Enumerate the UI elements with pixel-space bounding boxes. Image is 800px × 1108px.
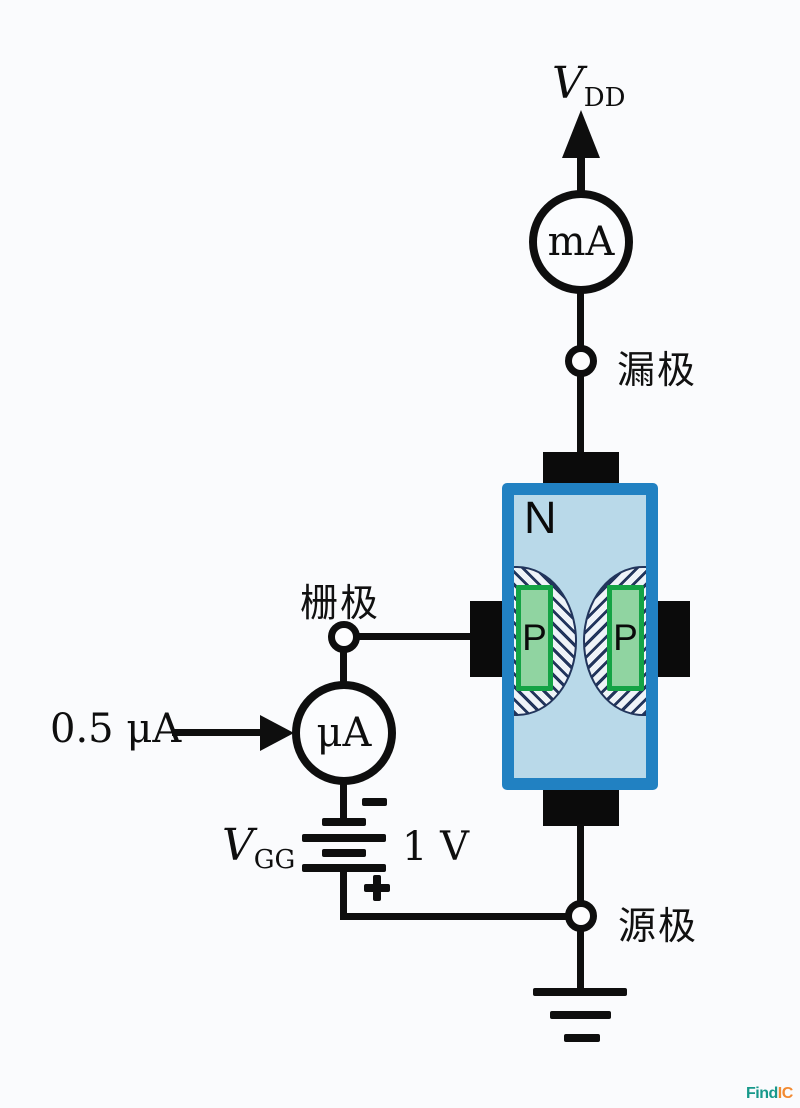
watermark-find: Find — [746, 1085, 778, 1102]
battery-value-label: 1 V — [402, 824, 470, 870]
vdd-label: VDD — [552, 58, 625, 113]
drain-terminal — [565, 345, 597, 377]
ground-icon — [533, 988, 627, 996]
left-gate-contact — [470, 601, 503, 677]
wire-source-to-ground — [577, 930, 584, 991]
gate-current-label: 0.5 μA — [50, 706, 182, 752]
top-drain-contact — [543, 452, 619, 484]
watermark: FindIC — [746, 1085, 793, 1103]
vdd-symbol: V — [552, 58, 584, 109]
drain-terminal-label: 漏极 — [617, 350, 698, 392]
wire-drain-to-contact — [577, 375, 584, 454]
wire-meter-to-battery — [340, 783, 347, 820]
wire-gate-to-meter — [340, 650, 347, 683]
p-region-left: P — [516, 585, 553, 691]
gate-current-meter: μA — [292, 681, 396, 785]
p-right-label: P — [613, 617, 638, 658]
gate-current-arrow-shaft — [172, 729, 264, 736]
vgg-label: VGG — [222, 820, 295, 875]
right-gate-contact — [657, 601, 690, 677]
battery-plate-long-bottom — [302, 864, 386, 872]
ground-bar-bottom — [564, 1034, 600, 1042]
n-channel-label: N — [524, 492, 557, 543]
source-terminal-label: 源极 — [618, 906, 699, 948]
battery-plus-icon-vertical — [373, 875, 381, 901]
ground-bar-middle — [550, 1011, 611, 1019]
bottom-source-contact — [543, 789, 619, 826]
p-left-label: P — [522, 617, 547, 658]
right-arrow-icon — [260, 715, 294, 751]
vdd-subscript: DD — [583, 83, 626, 113]
source-terminal — [565, 900, 597, 932]
battery-minus-icon — [362, 798, 387, 806]
wire-vdd-to-meter — [577, 153, 585, 193]
gate-meter-label: μA — [316, 710, 372, 756]
wire-battery-down — [340, 870, 347, 920]
wire-gate-to-contact — [356, 633, 470, 640]
drain-current-meter: mA — [529, 190, 633, 294]
wire-contact-to-source — [577, 824, 584, 902]
battery-plate-short-top — [322, 818, 366, 826]
p-region-right: P — [607, 585, 644, 691]
battery-plate-long-top — [302, 834, 386, 842]
wire-meter-to-drain — [577, 292, 584, 347]
vgg-symbol: V — [222, 820, 254, 871]
up-arrow-icon — [562, 110, 600, 158]
gate-terminal-label: 栅极 — [300, 583, 381, 625]
wire-battery-to-source — [340, 913, 570, 920]
watermark-ic: IC — [777, 1085, 794, 1102]
drain-meter-label: mA — [547, 219, 615, 265]
vgg-subscript: GG — [253, 845, 296, 875]
battery-plate-short-bottom — [322, 849, 366, 857]
